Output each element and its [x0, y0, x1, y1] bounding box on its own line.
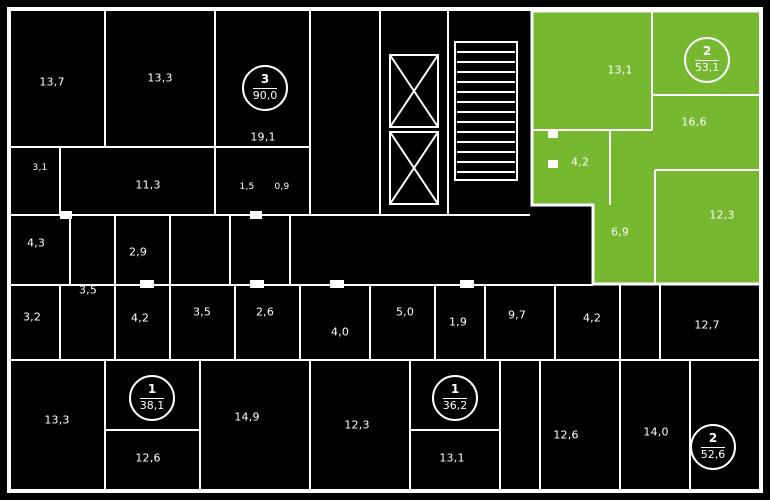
door-marks: [60, 130, 558, 288]
room-area-label: 12,6: [135, 451, 161, 465]
room-area-label: 4,2: [582, 311, 602, 325]
badge-room-count: 3: [252, 72, 278, 90]
badge-room-count: 2: [700, 431, 726, 449]
room-area-label: 11,3: [135, 178, 161, 192]
room-area-label: 13,1: [439, 451, 465, 465]
room-area-label: 1,5: [239, 182, 255, 192]
room-area-label: 2,9: [128, 245, 148, 259]
apartment-badge[interactable]: 2 52,6: [690, 424, 736, 470]
apartment-badge[interactable]: 3 90,0: [242, 65, 288, 111]
badge-room-count: 1: [139, 382, 165, 400]
room-area-label: 0,9: [274, 182, 290, 192]
room-area-label: 13,3: [147, 71, 173, 85]
room-area-label: 14,9: [234, 410, 260, 424]
selected-room-label: 6,9: [610, 225, 630, 239]
badge-total-area: 90,0: [252, 89, 278, 103]
selected-room-label: 16,6: [681, 115, 707, 129]
room-area-label: 5,0: [395, 305, 415, 319]
badge-total-area: 36,2: [442, 399, 468, 413]
room-area-label: 1,9: [448, 315, 468, 329]
selected-room-label: 13,1: [607, 63, 633, 77]
room-area-label: 2,6: [255, 305, 275, 319]
room-area-label: 14,0: [643, 425, 669, 439]
room-area-label: 3,5: [192, 305, 212, 319]
selected-room-label: 12,3: [709, 208, 735, 222]
badge-room-count: 1: [442, 382, 468, 400]
badge-room-count: 2: [694, 44, 720, 62]
badge-total-area: 52,6: [700, 448, 726, 462]
room-area-label: 4,3: [26, 236, 46, 250]
room-area-label: 19,1: [250, 130, 276, 144]
room-area-label: 13,7: [39, 75, 65, 89]
room-area-label: 9,7: [507, 308, 527, 322]
apartment-badge[interactable]: 1 36,2: [432, 375, 478, 421]
room-area-label: 4,2: [130, 311, 150, 325]
selected-room-label: 4,2: [570, 155, 590, 169]
room-area-label: 13,3: [44, 413, 70, 427]
room-area-label: 4,0: [330, 325, 350, 339]
room-area-label: 12,3: [344, 418, 370, 432]
room-area-label: 3,5: [78, 283, 98, 297]
selected-apartment-badge[interactable]: 2 53,1: [684, 37, 730, 83]
room-area-label: 3,1: [32, 163, 48, 173]
walls: [7, 7, 763, 493]
badge-total-area: 53,1: [694, 61, 720, 75]
room-area-label: 3,2: [22, 310, 42, 324]
room-area-label: 12,6: [553, 428, 579, 442]
room-area-label: 12,7: [694, 318, 720, 332]
badge-total-area: 38,1: [139, 399, 165, 413]
apartment-badge[interactable]: 1 38,1: [129, 375, 175, 421]
